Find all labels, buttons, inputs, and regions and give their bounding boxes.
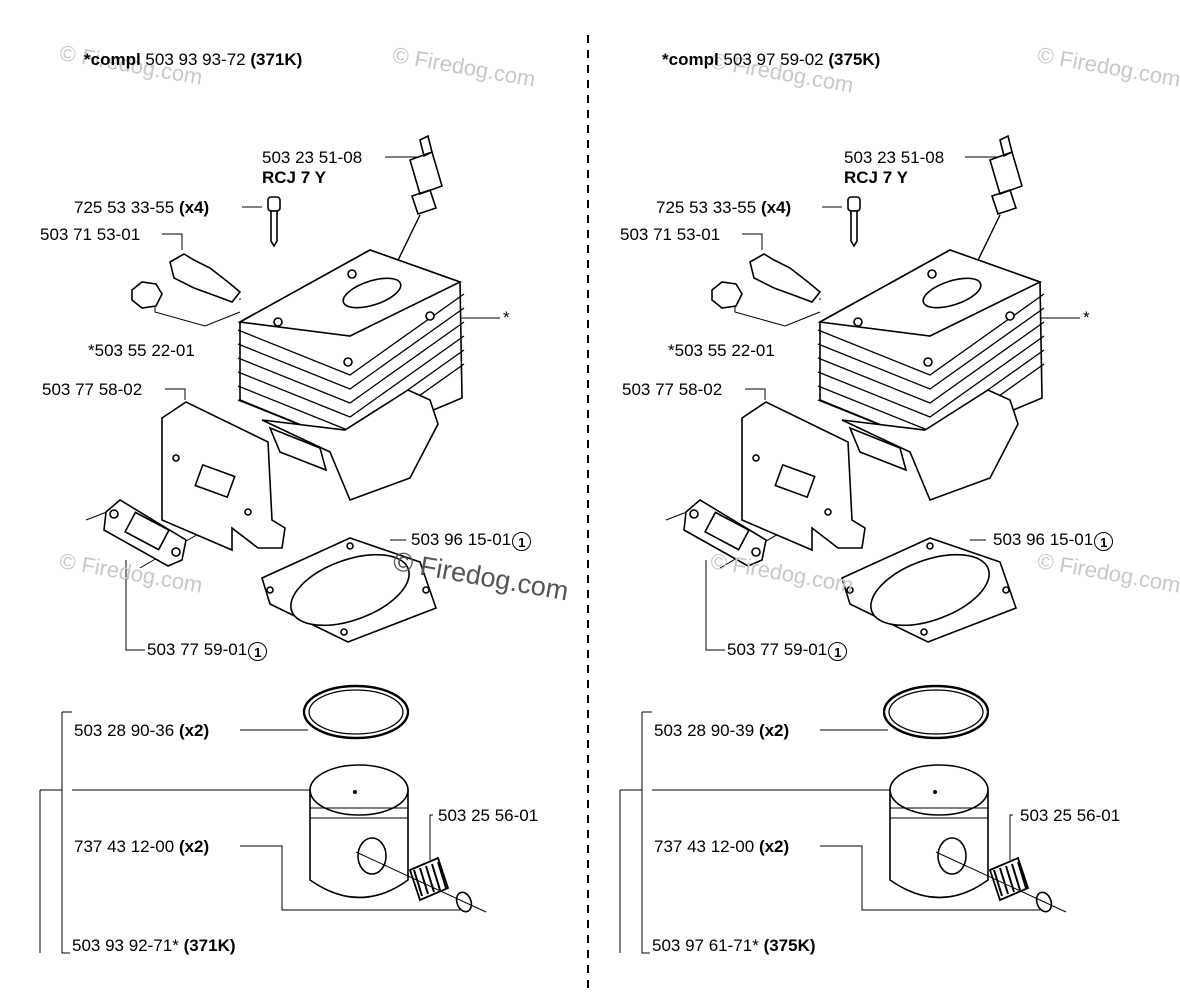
- piston-crown: [889, 764, 989, 816]
- leader-line: [745, 388, 766, 400]
- bolt-hole: [347, 269, 357, 279]
- cylinder-fin: [237, 335, 465, 418]
- piston-kit-label: 503 97 61-71* (375K): [652, 936, 816, 955]
- plug-nut: [131, 281, 163, 309]
- plug-nut: [711, 281, 743, 309]
- leader-line: [429, 814, 433, 860]
- combustion-chamber: [922, 277, 982, 309]
- leader-line: [1009, 814, 1013, 860]
- piston-body: [309, 789, 409, 899]
- circlip: [455, 891, 473, 913]
- needle-bearing-label: 503 25 56-01: [438, 806, 539, 825]
- screw-shank: [270, 210, 278, 248]
- spark-plug-type: RCJ 7 Y: [844, 168, 908, 187]
- plug-nut-label: *503 55 22-01: [88, 341, 195, 360]
- panel-artwork: [619, 134, 1080, 954]
- piston-ring: [882, 684, 990, 740]
- bolt-hole: [923, 357, 933, 367]
- exhaust-port: [841, 389, 1019, 502]
- leader-line: [125, 560, 145, 651]
- leader-line: [734, 302, 821, 327]
- piston-pin-bore: [937, 837, 967, 875]
- piston-ring-label: 503 28 90-36 (x2): [74, 721, 210, 740]
- needle-bearing-label: 503 25 56-01: [1020, 806, 1121, 825]
- cylinder-fin: [237, 293, 465, 376]
- spark-plug-type: RCJ 7 Y: [262, 168, 326, 187]
- screw-shank: [850, 210, 858, 248]
- piston-crown: [309, 764, 409, 816]
- piston-pin-bore: [357, 837, 387, 875]
- leader-line: [240, 845, 460, 911]
- cylinder-marker: *: [503, 308, 510, 327]
- heat-shield-port: [774, 463, 816, 499]
- decompression-valve: [749, 253, 822, 303]
- screw-label: 725 53 33-55 (x4): [656, 198, 792, 217]
- kit-title: *compl 503 93 93-72 (371K): [84, 50, 303, 69]
- spark-plug-number: 503 23 51-08: [262, 148, 363, 167]
- leader-line: [705, 560, 725, 651]
- heat-shield-port: [194, 463, 236, 499]
- bracket-line: [61, 712, 70, 954]
- leader-line: [154, 302, 241, 327]
- heat-shield-label: 503 77 58-02: [42, 380, 143, 399]
- kit-title: *compl 503 97 59-02 (375K): [662, 50, 881, 69]
- cylinder-fin: [817, 307, 1045, 390]
- panel-artwork: [39, 134, 500, 954]
- screw-head: [847, 196, 861, 212]
- combustion-chamber: [342, 277, 402, 309]
- leader-line: [742, 233, 763, 250]
- spark-plug-number: 503 23 51-08: [844, 148, 945, 167]
- bolt-hole: [927, 269, 937, 279]
- screw-label: 725 53 33-55 (x4): [74, 198, 210, 217]
- leader-line: [162, 233, 183, 250]
- bolt-hole: [273, 317, 283, 327]
- decompression-valve: [169, 253, 242, 303]
- cylinder-fin: [817, 321, 1045, 404]
- bolt-hole: [425, 311, 435, 321]
- pin-axis: [935, 851, 1067, 913]
- exhaust-outlet: [848, 426, 908, 472]
- heat-shield-label: 503 77 58-02: [622, 380, 723, 399]
- piston-ring: [302, 684, 410, 740]
- circlip-label: 737 43 12-00 (x2): [74, 837, 210, 856]
- bolt-hole: [343, 357, 353, 367]
- screw-head: [267, 196, 281, 212]
- spark-plug: [409, 134, 443, 216]
- leader-line: [165, 388, 186, 400]
- piston-kit-label: 503 93 92-71* (371K): [72, 936, 236, 955]
- pin-axis: [355, 851, 487, 913]
- decompression-valve-label: 503 71 53-01: [40, 225, 141, 244]
- plug-nut-label: *503 55 22-01: [668, 341, 775, 360]
- cylinder-marker: *: [1083, 308, 1090, 327]
- cylinder-fin: [237, 307, 465, 390]
- cylinder-fin: [817, 293, 1045, 376]
- piston-ring-label: 503 28 90-39 (x2): [654, 721, 790, 740]
- bolt-hole: [1005, 311, 1015, 321]
- bolt-hole: [853, 317, 863, 327]
- piston-body: [889, 789, 989, 899]
- exhaust-outlet: [268, 426, 328, 472]
- leader-line: [820, 845, 1040, 911]
- circlip-label: 737 43 12-00 (x2): [654, 837, 790, 856]
- cylinder-fin: [237, 321, 465, 404]
- spark-plug: [989, 134, 1023, 216]
- exhaust-port: [261, 389, 439, 502]
- cylinder-fin: [817, 335, 1045, 418]
- bracket-line: [641, 712, 650, 954]
- circlip: [1035, 891, 1053, 913]
- decompression-valve-label: 503 71 53-01: [620, 225, 721, 244]
